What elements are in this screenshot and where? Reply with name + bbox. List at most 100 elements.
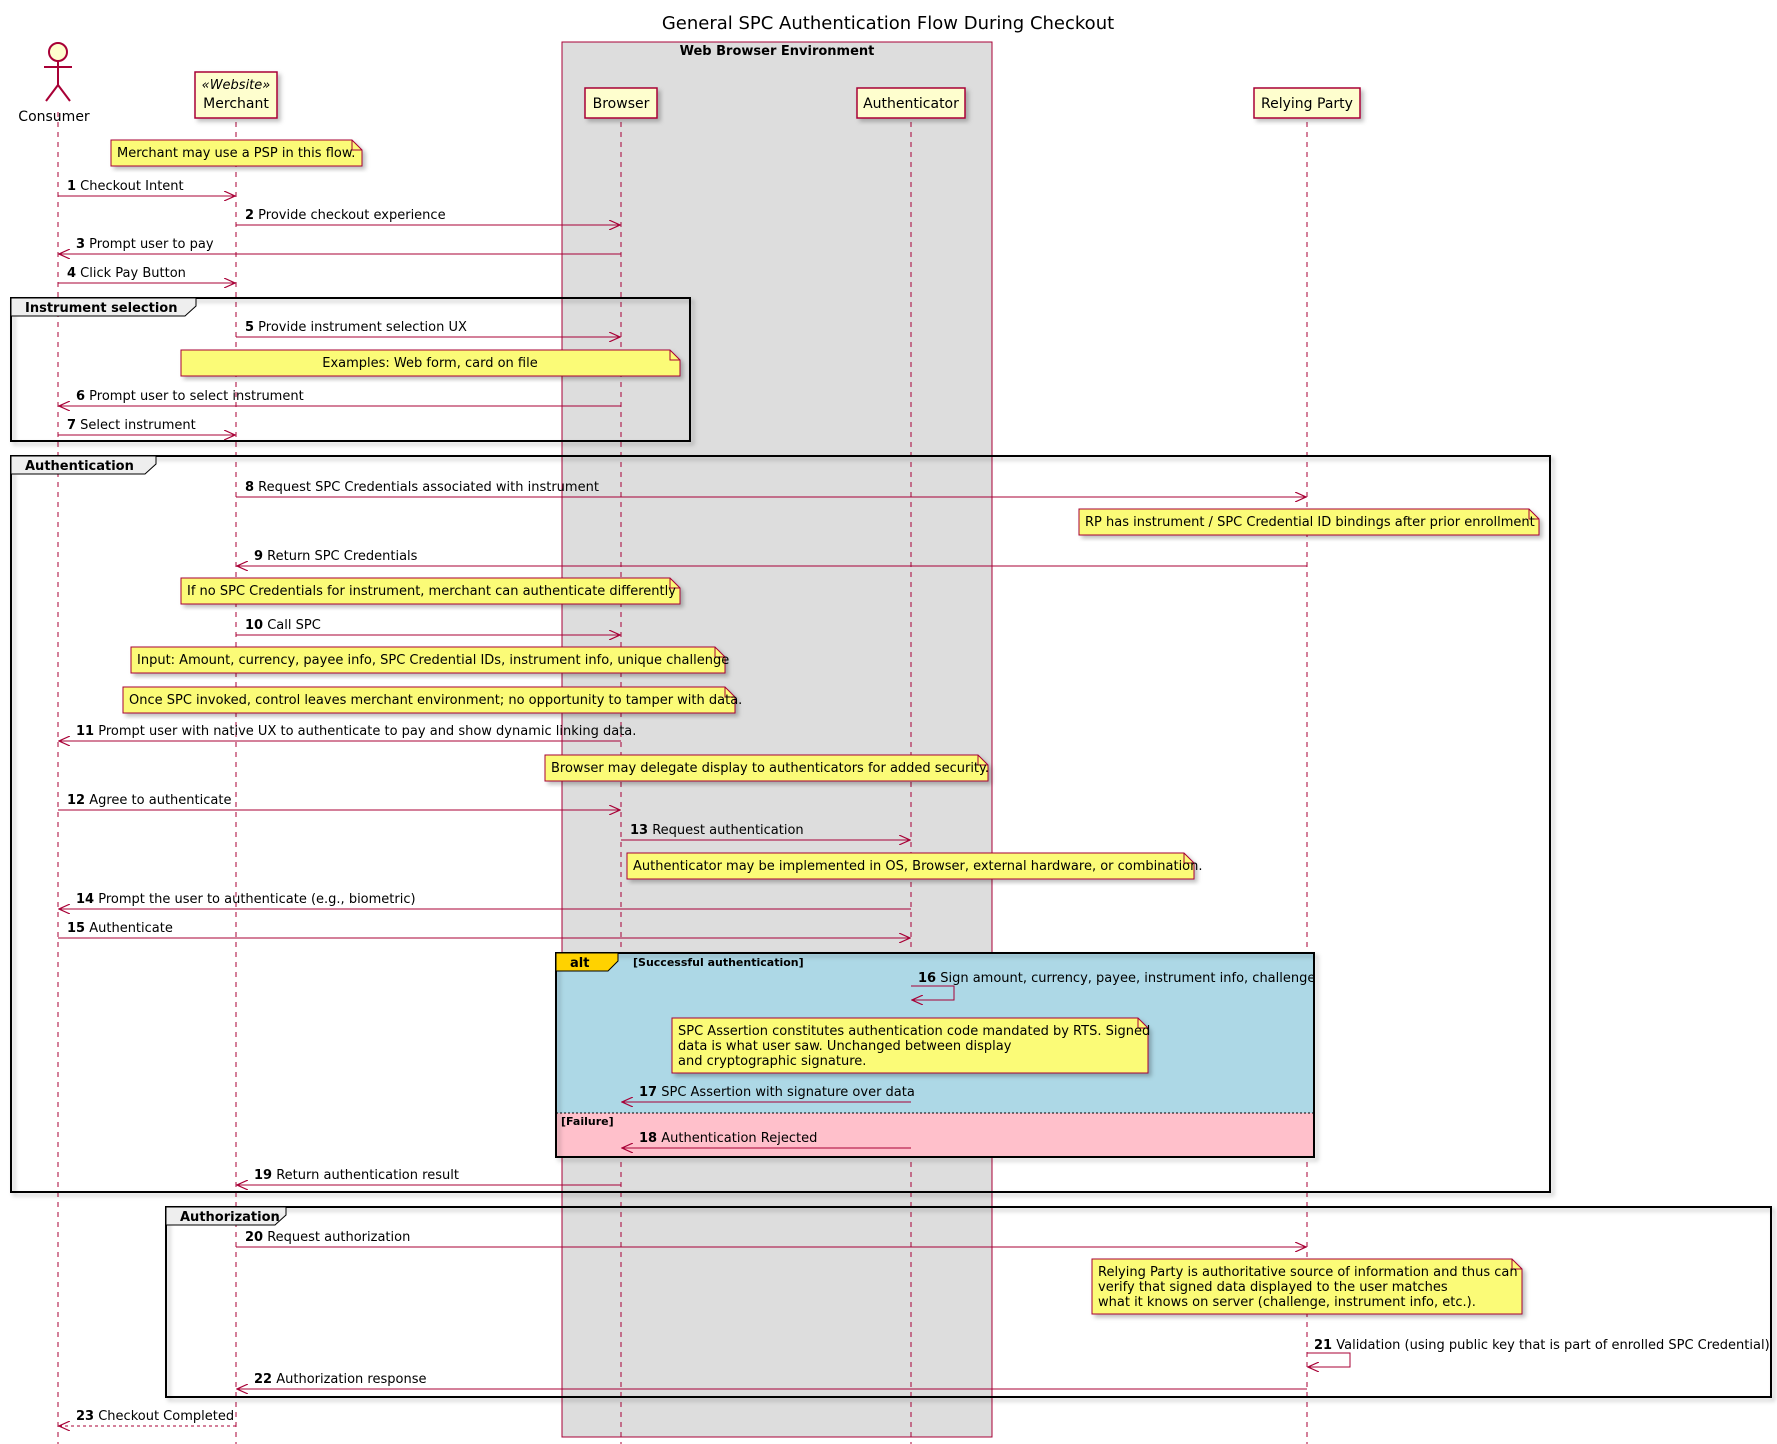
message-label-10: 10 Call SPC — [245, 618, 321, 633]
message-text: Request SPC Credentials associated with … — [254, 480, 599, 495]
message-number: 7 — [67, 418, 76, 433]
message-18: 18 Authentication Rejected — [622, 1131, 911, 1148]
message-number: 11 — [76, 724, 94, 739]
participant-stereotype-merchant: «Website» — [202, 78, 271, 93]
message-16: 16 Sign amount, currency, payee, instrum… — [911, 971, 1315, 1000]
alt-guard-success: [Successful authentication] — [633, 956, 804, 969]
alt-keyword: alt — [570, 956, 589, 971]
message-text: Checkout Completed — [94, 1409, 234, 1424]
message-label-21: 21 Validation (using public key that is … — [1314, 1338, 1770, 1353]
message-7: 7 Select instrument — [58, 418, 235, 435]
message-text: Prompt user with native UX to authentica… — [94, 724, 636, 739]
message-label-3: 3 Prompt user to pay — [76, 237, 214, 252]
message-15: 15 Authenticate — [58, 921, 910, 938]
note-delegate: Browser may delegate display to authenti… — [544, 754, 989, 782]
message-number: 1 — [67, 179, 76, 194]
message-label-12: 12 Agree to authenticate — [67, 793, 231, 808]
message-22: 22 Authorization response — [237, 1372, 1307, 1389]
message-8: 8 Request SPC Credentials associated wit… — [236, 480, 1306, 497]
message-label-6: 6 Prompt user to select instrument — [76, 389, 304, 404]
participant-name-rp: Relying Party — [1261, 96, 1353, 112]
note-psp: Merchant may use a PSP in this flow. — [110, 139, 363, 167]
note-assertion-line-3: and cryptographic signature. — [678, 1054, 866, 1069]
message-arrow-21 — [1307, 1352, 1351, 1367]
message-9: 9 Return SPC Credentials — [237, 549, 1307, 566]
participant-merchant: «Website» Merchant — [194, 71, 278, 119]
message-13: 13 Request authentication — [621, 823, 910, 840]
message-number: 4 — [67, 266, 76, 281]
group-authentication: Authentication — [10, 455, 1551, 1193]
message-number: 20 — [245, 1230, 263, 1245]
message-text: Authentication Rejected — [657, 1131, 817, 1146]
message-number: 16 — [918, 971, 936, 986]
message-6: 6 Prompt user to select instrument — [59, 389, 621, 406]
message-number: 21 — [1314, 1338, 1332, 1353]
message-17: 17 SPC Assertion with signature over dat… — [622, 1085, 915, 1102]
message-4: 4 Click Pay Button — [58, 266, 235, 283]
message-text: Provide instrument selection UX — [254, 320, 467, 335]
note-rp-auth: Relying Party is authoritative source of… — [1091, 1258, 1523, 1315]
message-21: 21 Validation (using public key that is … — [1307, 1338, 1770, 1367]
actor-icon — [48, 42, 68, 62]
group-label-authentication: Authentication — [25, 459, 134, 474]
participant-name-authenticator: Authenticator — [863, 96, 959, 112]
note-rp-bindings: RP has instrument / SPC Credential ID bi… — [1078, 508, 1540, 536]
note-rp-auth-line-3: what it knows on server (challenge, inst… — [1098, 1295, 1476, 1310]
message-label-23: 23 Checkout Completed — [76, 1409, 234, 1424]
message-text: Authenticate — [85, 921, 173, 936]
note-input-text: Input: Amount, currency, payee info, SPC… — [137, 653, 729, 668]
group-authorization: Authorization — [165, 1206, 1772, 1398]
message-number: 2 — [245, 208, 254, 223]
message-3: 3 Prompt user to pay — [59, 237, 621, 254]
message-number: 5 — [245, 320, 254, 335]
note-auth-impl-text: Authenticator may be implemented in OS, … — [633, 859, 1203, 874]
message-number: 22 — [254, 1372, 272, 1387]
note-auth-impl: Authenticator may be implemented in OS, … — [626, 852, 1203, 880]
message-text: Call SPC — [263, 618, 321, 633]
message-14: 14 Prompt the user to authenticate (e.g.… — [59, 892, 911, 909]
message-label-5: 5 Provide instrument selection UX — [245, 320, 467, 335]
group-label-authorization: Authorization — [180, 1210, 280, 1225]
web-browser-environment-box: Web Browser Environment — [561, 41, 993, 1438]
message-label-15: 15 Authenticate — [67, 921, 173, 936]
message-19: 19 Return authentication result — [237, 1168, 621, 1185]
message-label-19: 19 Return authentication result — [254, 1168, 459, 1183]
note-psp-text: Merchant may use a PSP in this flow. — [117, 146, 355, 161]
message-label-20: 20 Request authorization — [245, 1230, 410, 1245]
message-label-13: 13 Request authentication — [630, 823, 804, 838]
message-label-4: 4 Click Pay Button — [67, 266, 186, 281]
participant-browser: Browser — [584, 87, 658, 119]
note-control-text: Once SPC invoked, control leaves merchan… — [129, 693, 742, 708]
note-control: Once SPC invoked, control leaves merchan… — [122, 686, 742, 714]
message-text: Sign amount, currency, payee, instrument… — [936, 971, 1315, 986]
group-instrument-selection: Instrument selection — [10, 297, 691, 442]
message-label-11: 11 Prompt user with native UX to authent… — [76, 724, 636, 739]
message-text: SPC Assertion with signature over data — [657, 1085, 915, 1100]
message-label-17: 17 SPC Assertion with signature over dat… — [639, 1085, 915, 1100]
alt-guard-failure: [Failure] — [561, 1115, 614, 1128]
participant-rp: Relying Party — [1253, 87, 1361, 119]
message-text: Prompt user to select instrument — [85, 389, 304, 404]
note-examples: Examples: Web form, card on file — [180, 349, 681, 377]
note-examples-text: Examples: Web form, card on file — [322, 356, 537, 371]
participant-name-merchant: Merchant — [203, 96, 269, 112]
message-number: 19 — [254, 1168, 272, 1183]
message-text: Select instrument — [76, 418, 196, 433]
message-label-16: 16 Sign amount, currency, payee, instrum… — [918, 971, 1315, 986]
message-number: 6 — [76, 389, 85, 404]
message-text: Prompt the user to authenticate (e.g., b… — [94, 892, 415, 907]
message-number: 17 — [639, 1085, 657, 1100]
note-no-creds: If no SPC Credentials for instrument, me… — [180, 577, 681, 605]
message-20: 20 Request authorization — [236, 1230, 1306, 1247]
message-label-1: 1 Checkout Intent — [67, 179, 184, 194]
message-label-9: 9 Return SPC Credentials — [254, 549, 418, 564]
message-label-7: 7 Select instrument — [67, 418, 196, 433]
message-5: 5 Provide instrument selection UX — [236, 320, 620, 337]
message-number: 9 — [254, 549, 263, 564]
message-number: 3 — [76, 237, 85, 252]
participant-name-consumer: Consumer — [18, 109, 90, 125]
message-text: Request authentication — [648, 823, 804, 838]
message-text: Checkout Intent — [76, 179, 184, 194]
